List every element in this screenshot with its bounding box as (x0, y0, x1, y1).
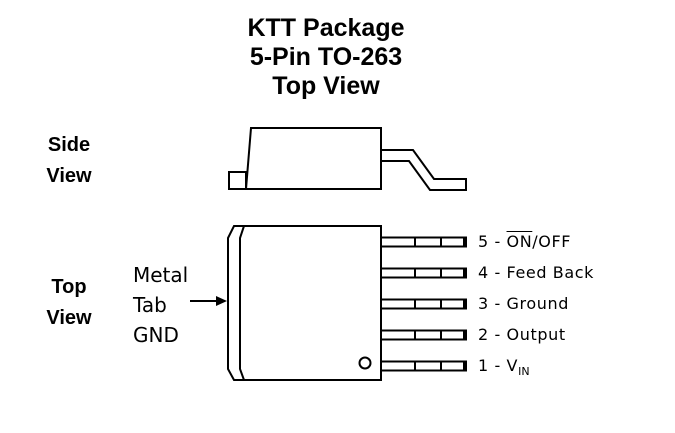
pin-2-lead (380, 329, 467, 341)
pin-2-label: 2 - Output (478, 325, 566, 344)
metal-tab-label: Metal Tab GND (133, 260, 188, 350)
metal-tab-label-line3: GND (133, 323, 179, 347)
pin-3-lead (380, 298, 467, 310)
top-view-drawing (227, 225, 382, 381)
side-view-tab-stub (228, 171, 247, 190)
title-line-pin-count: 5-Pin TO-263 (249, 43, 403, 71)
metal-tab-edge (239, 225, 245, 381)
pin-4-label: 4 - Feed Back (478, 263, 595, 282)
side-view-lead (381, 149, 467, 191)
pin-3-label: 3 - Ground (478, 294, 569, 313)
diagram-title: KTT Package 5-Pin TO-263 Top View (0, 14, 652, 101)
pin-1-marker (358, 356, 372, 370)
pin-4-lead (380, 267, 467, 279)
pin-leads (380, 236, 467, 372)
side-view-body (244, 127, 382, 190)
top-view-label-line2: View (46, 307, 92, 329)
side-view-label-line2: View (46, 165, 92, 187)
top-view-label: Top View (40, 272, 98, 334)
top-view-label-line1: Top (51, 276, 87, 298)
side-view-drawing (228, 127, 467, 191)
metal-tab-label-line2: Tab (133, 293, 167, 317)
pin-5-label: 5 - ON/OFF (478, 232, 572, 251)
title-line-view: Top View (272, 72, 380, 100)
pin-1-label: 1 - VIN (478, 356, 530, 379)
title-line-package: KTT Package (247, 14, 405, 42)
top-view-body (227, 225, 382, 381)
side-view-label: Side View (40, 130, 98, 192)
metal-tab-label-line1: Metal (133, 263, 189, 287)
pin-1-lead (380, 360, 467, 372)
pin-5-lead (380, 236, 467, 248)
side-view-label-line1: Side (47, 134, 91, 156)
metal-tab-arrow (190, 296, 227, 306)
